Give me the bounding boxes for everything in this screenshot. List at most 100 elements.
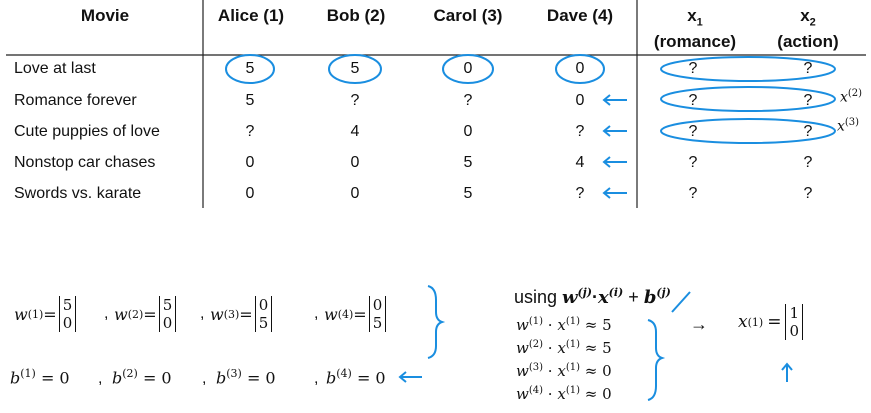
using-formula: using w(j)·x(i) + b(j) [514,286,671,308]
formula-x-sup: (i) [608,286,624,299]
rating-cell: 0 [575,60,585,77]
annotation-x3: x(3) [837,117,859,135]
bias-b3: b(3) = 0 [216,367,276,387]
bias-b2: b(2) = 0 [112,367,172,387]
rating-cell: 4 [575,154,585,171]
rating-cell: 5 [350,60,360,77]
separator-comma: , [202,370,207,387]
header-x1: x1 (romance) [645,6,745,52]
arrow-left-icon [602,187,627,199]
rating-cell: ? [575,185,585,202]
formula-b-sup: (j) [656,286,671,299]
weight-symbol: w [14,304,28,324]
feature-cell: ? [688,123,698,140]
circle-rating-carol [442,54,494,84]
arrow-up-icon [781,362,793,382]
movie-title: Love at last [14,60,96,77]
slash-mark-icon [671,291,691,313]
arrow-left-icon [602,94,627,106]
product-dot: · [547,385,553,403]
header-x2: x2 (action) [758,6,858,52]
weight-sup: (4) [337,307,354,321]
weight-symbol: w [210,304,224,324]
formula-plus: + [628,287,639,307]
feature-cell: ? [688,92,698,109]
product-row: w(2) · x(1) ≈ 5 [516,339,612,357]
weight-eq: = [43,304,57,324]
using-label: using [514,287,558,307]
bias-value: = 0 [246,368,276,388]
vector-entry: 5 [258,314,269,332]
product-x: x [557,316,566,334]
rating-cell: 5 [245,60,255,77]
vector-entry: 5 [372,314,383,332]
bias-symbol: b [112,368,123,388]
product-x: x [557,362,566,380]
rating-cell: 0 [463,123,473,140]
bias-value: = 0 [40,368,70,388]
weight-eq: = [239,304,253,324]
rating-cell: 0 [350,185,360,202]
rating-cell: 0 [245,185,255,202]
circle-rating-bob [328,54,382,84]
feature-cell: ? [688,185,698,202]
bias-sup: (2) [122,367,138,380]
product-dot: · [547,316,553,334]
rating-cell: 5 [245,92,255,109]
product-row: w(3) · x(1) ≈ 0 [516,362,612,380]
separator-comma: , [200,305,205,322]
feature-cell: ? [688,154,698,171]
vector-entry: 5 [62,296,73,314]
bias-sup: (4) [336,367,352,380]
header-x1-desc: (romance) [653,32,737,52]
product-w-sup: (2) [528,339,544,350]
result-sup: (1) [747,315,764,329]
product-row: w(4) · x(1) ≈ 0 [516,385,612,403]
ellipse-feature-row1 [660,56,836,82]
formula-x: x [597,287,609,308]
separator-comma: , [314,305,319,322]
vector-entry: 0 [62,314,73,332]
rating-cell: 5 [463,154,473,171]
rating-cell: ? [245,123,255,140]
movie-title: Cute puppies of love [14,123,160,140]
bias-sup: (1) [20,367,36,380]
annotation-x3-sup: (3) [844,117,860,128]
product-x: x [557,385,566,403]
product-w: w [516,339,529,357]
weight-eq: = [353,304,367,324]
product-w: w [516,316,529,334]
circle-rating-alice [225,54,275,84]
header-x2-sub: 2 [809,16,816,29]
weight-sup: (2) [127,307,144,321]
weight-sup: (1) [27,307,44,321]
bias-symbol: b [10,368,21,388]
product-rel: ≈ 5 [584,339,612,357]
product-w: w [516,385,529,403]
vector-entry: 0 [258,296,269,314]
circle-rating-dave [555,54,605,84]
product-x-sup: (1) [565,316,580,327]
movie-title: Nonstop car chases [14,154,156,171]
header-bob: Bob (2) [326,6,386,25]
product-dot: · [547,339,553,357]
weight-symbol: w [114,304,128,324]
rating-cell: 0 [575,92,585,109]
annotation-x3-label: x [837,118,845,135]
brace-right-icon [427,285,446,359]
formula-b: b [643,287,657,308]
bias-value: = 0 [356,368,386,388]
product-rel: ≈ 0 [584,385,612,403]
arrow-left-icon [602,125,627,137]
annotation-x2: x(2) [840,88,862,106]
rating-cell: 0 [350,154,360,171]
separator-comma: , [314,370,319,387]
feature-cell: ? [688,60,698,77]
vector-entry: 0 [789,322,799,340]
separator-comma: , [104,305,109,322]
